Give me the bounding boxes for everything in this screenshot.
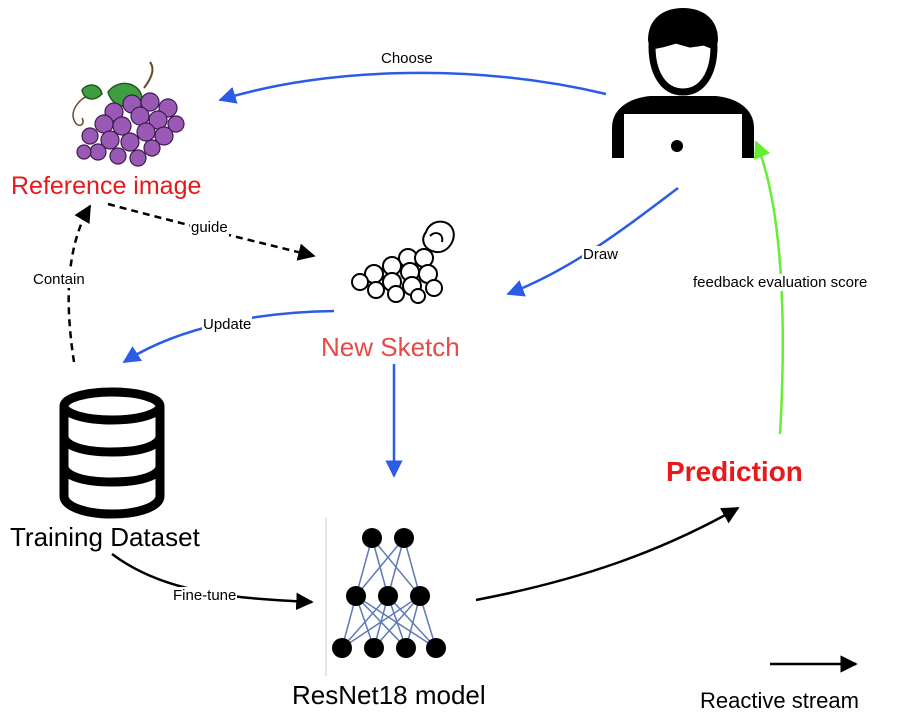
neural-network-icon <box>325 518 446 676</box>
legend-label: Reactive stream <box>700 688 859 713</box>
grapes-icon <box>72 61 185 167</box>
guide-label: guide <box>190 219 229 236</box>
fine-tune-label: Fine-tune <box>172 587 238 604</box>
draw-arrow <box>506 187 679 297</box>
new-sketch-label: New Sketch <box>321 332 460 362</box>
sketch-grapes-icon <box>351 220 455 304</box>
user-laptop-icon <box>612 8 754 158</box>
draw-label: Draw <box>582 246 620 263</box>
choose-label: Choose <box>380 50 434 67</box>
reference-image-label: Reference image <box>11 172 202 200</box>
training-dataset-label: Training Dataset <box>10 522 200 552</box>
prediction-label: Prediction <box>666 456 803 487</box>
update-label: Update <box>202 316 253 333</box>
feedback-label: feedback evaluation score <box>692 274 869 291</box>
model-to-prediction-arrow <box>475 506 740 602</box>
choose-arrow <box>218 71 607 104</box>
resnet-model-label: ResNet18 model <box>292 680 486 710</box>
contain-label: Contain <box>32 271 86 288</box>
contain-arrow <box>67 204 92 363</box>
database-icon <box>59 387 165 519</box>
